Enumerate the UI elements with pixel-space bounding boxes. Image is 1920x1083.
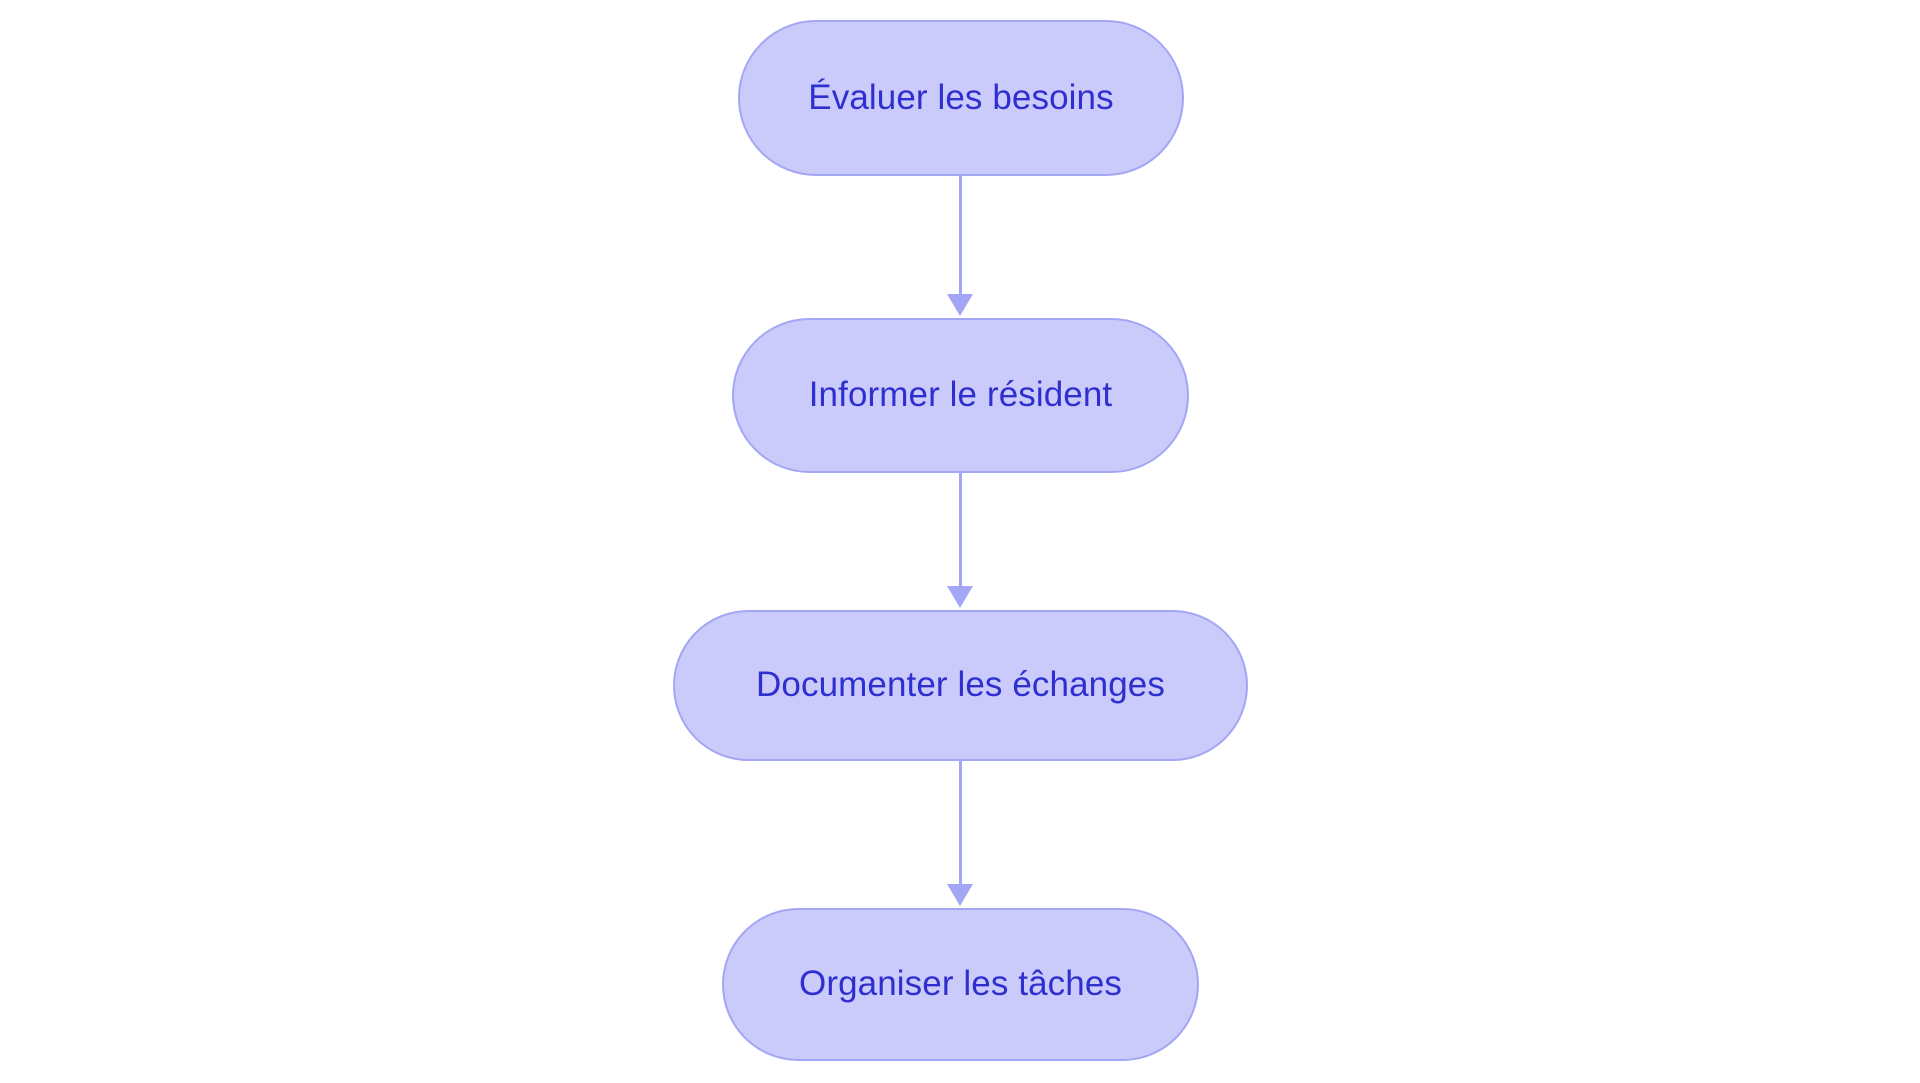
flow-node-label: Organiser les tâches bbox=[799, 964, 1122, 1004]
arrow-down-icon bbox=[947, 884, 973, 906]
flow-node-informer-le-resident[interactable]: Informer le résident bbox=[732, 318, 1189, 473]
flow-node-label: Documenter les échanges bbox=[756, 665, 1165, 705]
edge-stem bbox=[959, 176, 962, 296]
arrow-down-icon bbox=[947, 294, 973, 316]
flow-node-organiser-les-taches[interactable]: Organiser les tâches bbox=[722, 908, 1199, 1061]
flow-node-label: Informer le résident bbox=[808, 375, 1113, 415]
edge-stem bbox=[959, 473, 962, 587]
arrow-down-icon bbox=[947, 586, 973, 608]
edge-stem bbox=[959, 761, 962, 885]
flow-node-label: Évaluer les besoins bbox=[808, 77, 1114, 117]
flow-node-evaluer-les-besoins[interactable]: Évaluer les besoins bbox=[738, 20, 1184, 176]
flow-node-documenter-les-echanges[interactable]: Documenter les échanges bbox=[673, 610, 1248, 761]
